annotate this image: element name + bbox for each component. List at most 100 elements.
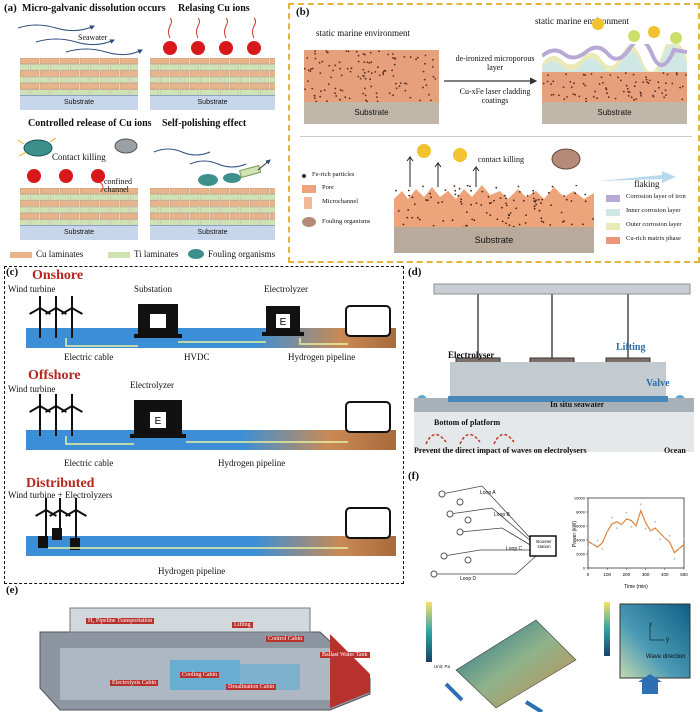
panel-a-legend: Cu laminates Ti laminates Fouling organi… [10,248,290,262]
fe-particle [363,53,366,56]
fe-particle [404,82,406,85]
fe-particle [572,93,575,95]
fe-particle [320,90,322,93]
fe-particle [370,85,373,88]
substrate-layer: Substrate [150,95,275,110]
fe-particles [304,49,437,103]
fe-particle [522,199,525,202]
fe-particle [454,189,457,192]
laminate-brick [149,213,170,220]
cu-ion-particle [247,41,261,55]
legend-right: Corrosion layer of iron Inner corrosion … [606,193,696,249]
fe-particle [406,216,409,219]
pipeline-label: Hydrogen pipeline [218,458,286,468]
laminate-brick [229,70,250,77]
wind-turbine-icon [65,498,87,540]
fe-particle [658,86,660,89]
fe-particle [465,211,468,213]
fe-particle [626,87,629,90]
x-axis-marker: x [649,622,652,628]
laminate-brick [189,57,210,64]
fe-particle [388,92,391,94]
pore-swatch [302,185,316,193]
fe-particle [340,74,343,77]
fe-particle [339,67,342,70]
fe-particle [570,86,573,88]
fe-particle [326,100,328,103]
seawater-label: In situ seawater [550,400,605,409]
h2-station-icon [345,507,391,539]
cu-ion-icon [453,148,467,162]
fe-particle [346,67,349,70]
fe-particle [565,198,568,201]
fe-particle [501,220,504,223]
fe-particle [652,95,655,98]
fe-particle [314,57,317,60]
electrolyser-platform [414,283,694,452]
fe-particle [481,190,484,193]
laminate-brick [39,83,60,90]
fe-particle [341,89,344,92]
y-tick-label: 0 [583,566,586,571]
fe-particle [508,224,511,226]
laminate-brick [159,194,180,201]
fe-particle [332,69,334,72]
laminate-brick [219,206,240,213]
q2-laminate: Substrate [139,57,290,110]
fe-particle [563,98,566,100]
fe-particle [453,185,456,187]
legend-row: Microchannel [302,197,392,211]
fe-particle [357,54,360,57]
fe-particle [532,192,535,195]
laminate-brick [99,200,120,207]
fe-particle [489,214,492,216]
laminate-brick [29,64,50,71]
fe-particle [416,56,419,59]
fe-particle [679,86,681,89]
fe-particle [395,87,398,90]
laminate-brick [129,64,150,71]
laminate-brick [269,70,290,77]
laminate-brick [99,83,120,90]
laminate-brick [189,83,210,90]
fe-particle [550,94,553,96]
fe-particle [321,60,324,63]
legend-text: Cu-rich matrix phase [626,235,681,242]
fe-particle [562,86,565,89]
cu-ion-particle [191,41,205,55]
q1-title: Micro-galvanic dissolution occurs [22,3,166,14]
laminate-brick [49,64,70,71]
q2-title: Relasing Cu ions [178,3,250,14]
fe-particle [592,218,594,220]
fe-particle [654,90,657,92]
fe-particle-swatch [302,174,306,178]
contact-killing-label: Contact killing [52,152,106,162]
fe-particle [325,49,328,51]
fouling-organism-icon [23,139,53,157]
legend-row: Fouling organisms [302,217,392,231]
laminate-brick [229,200,250,207]
fe-particle [403,56,406,58]
laminate-brick [249,57,270,64]
fe-particle [437,201,440,204]
laminate-brick [9,64,30,71]
laminate-brick [269,83,290,90]
wind-turbine-label: Wind turbine [8,384,56,394]
y-tick-label: 6000 [576,524,586,529]
laminate-brick [149,200,170,207]
fe-particle [374,71,377,73]
fe-particle [306,57,309,59]
laminate-brick [139,64,160,71]
fe-particle [535,199,537,202]
substrate-layer: Substrate [150,225,275,240]
laminate-brick [69,194,90,201]
laminate-brick [19,187,40,194]
laminate-brick [89,206,110,213]
fe-particle [432,224,435,227]
outer-layer-swatch [606,223,620,230]
fe-particle [314,52,317,55]
fe-particle [676,73,678,76]
cu-rich-matrix [542,72,687,103]
laminate-stack [139,57,290,96]
fe-particle [425,84,428,87]
